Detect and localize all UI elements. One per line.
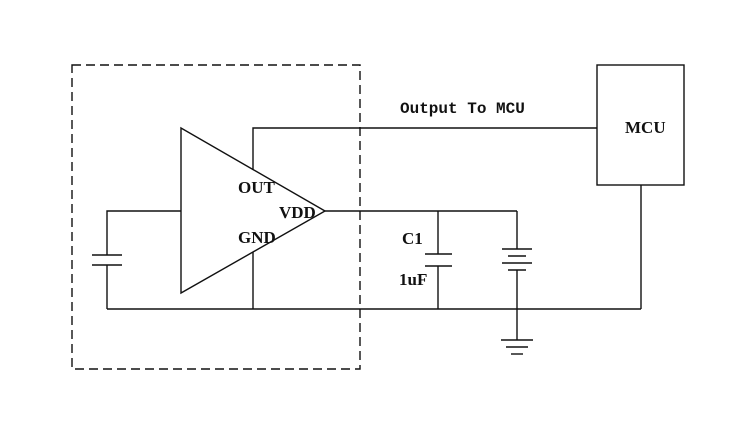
mcu-label: MCU	[625, 118, 666, 137]
input-wire	[106, 210, 181, 255]
c1-ref-label: C1	[402, 229, 423, 248]
vdd-pin-label: VDD	[279, 203, 316, 222]
c1-value-label: 1uF	[399, 270, 428, 289]
out-pin-label: OUT	[238, 178, 275, 197]
module-boundary	[71, 64, 361, 370]
gnd-pin-label: GND	[238, 228, 276, 247]
output-net-label: Output To MCU	[400, 100, 525, 118]
output-wire	[252, 127, 597, 170]
